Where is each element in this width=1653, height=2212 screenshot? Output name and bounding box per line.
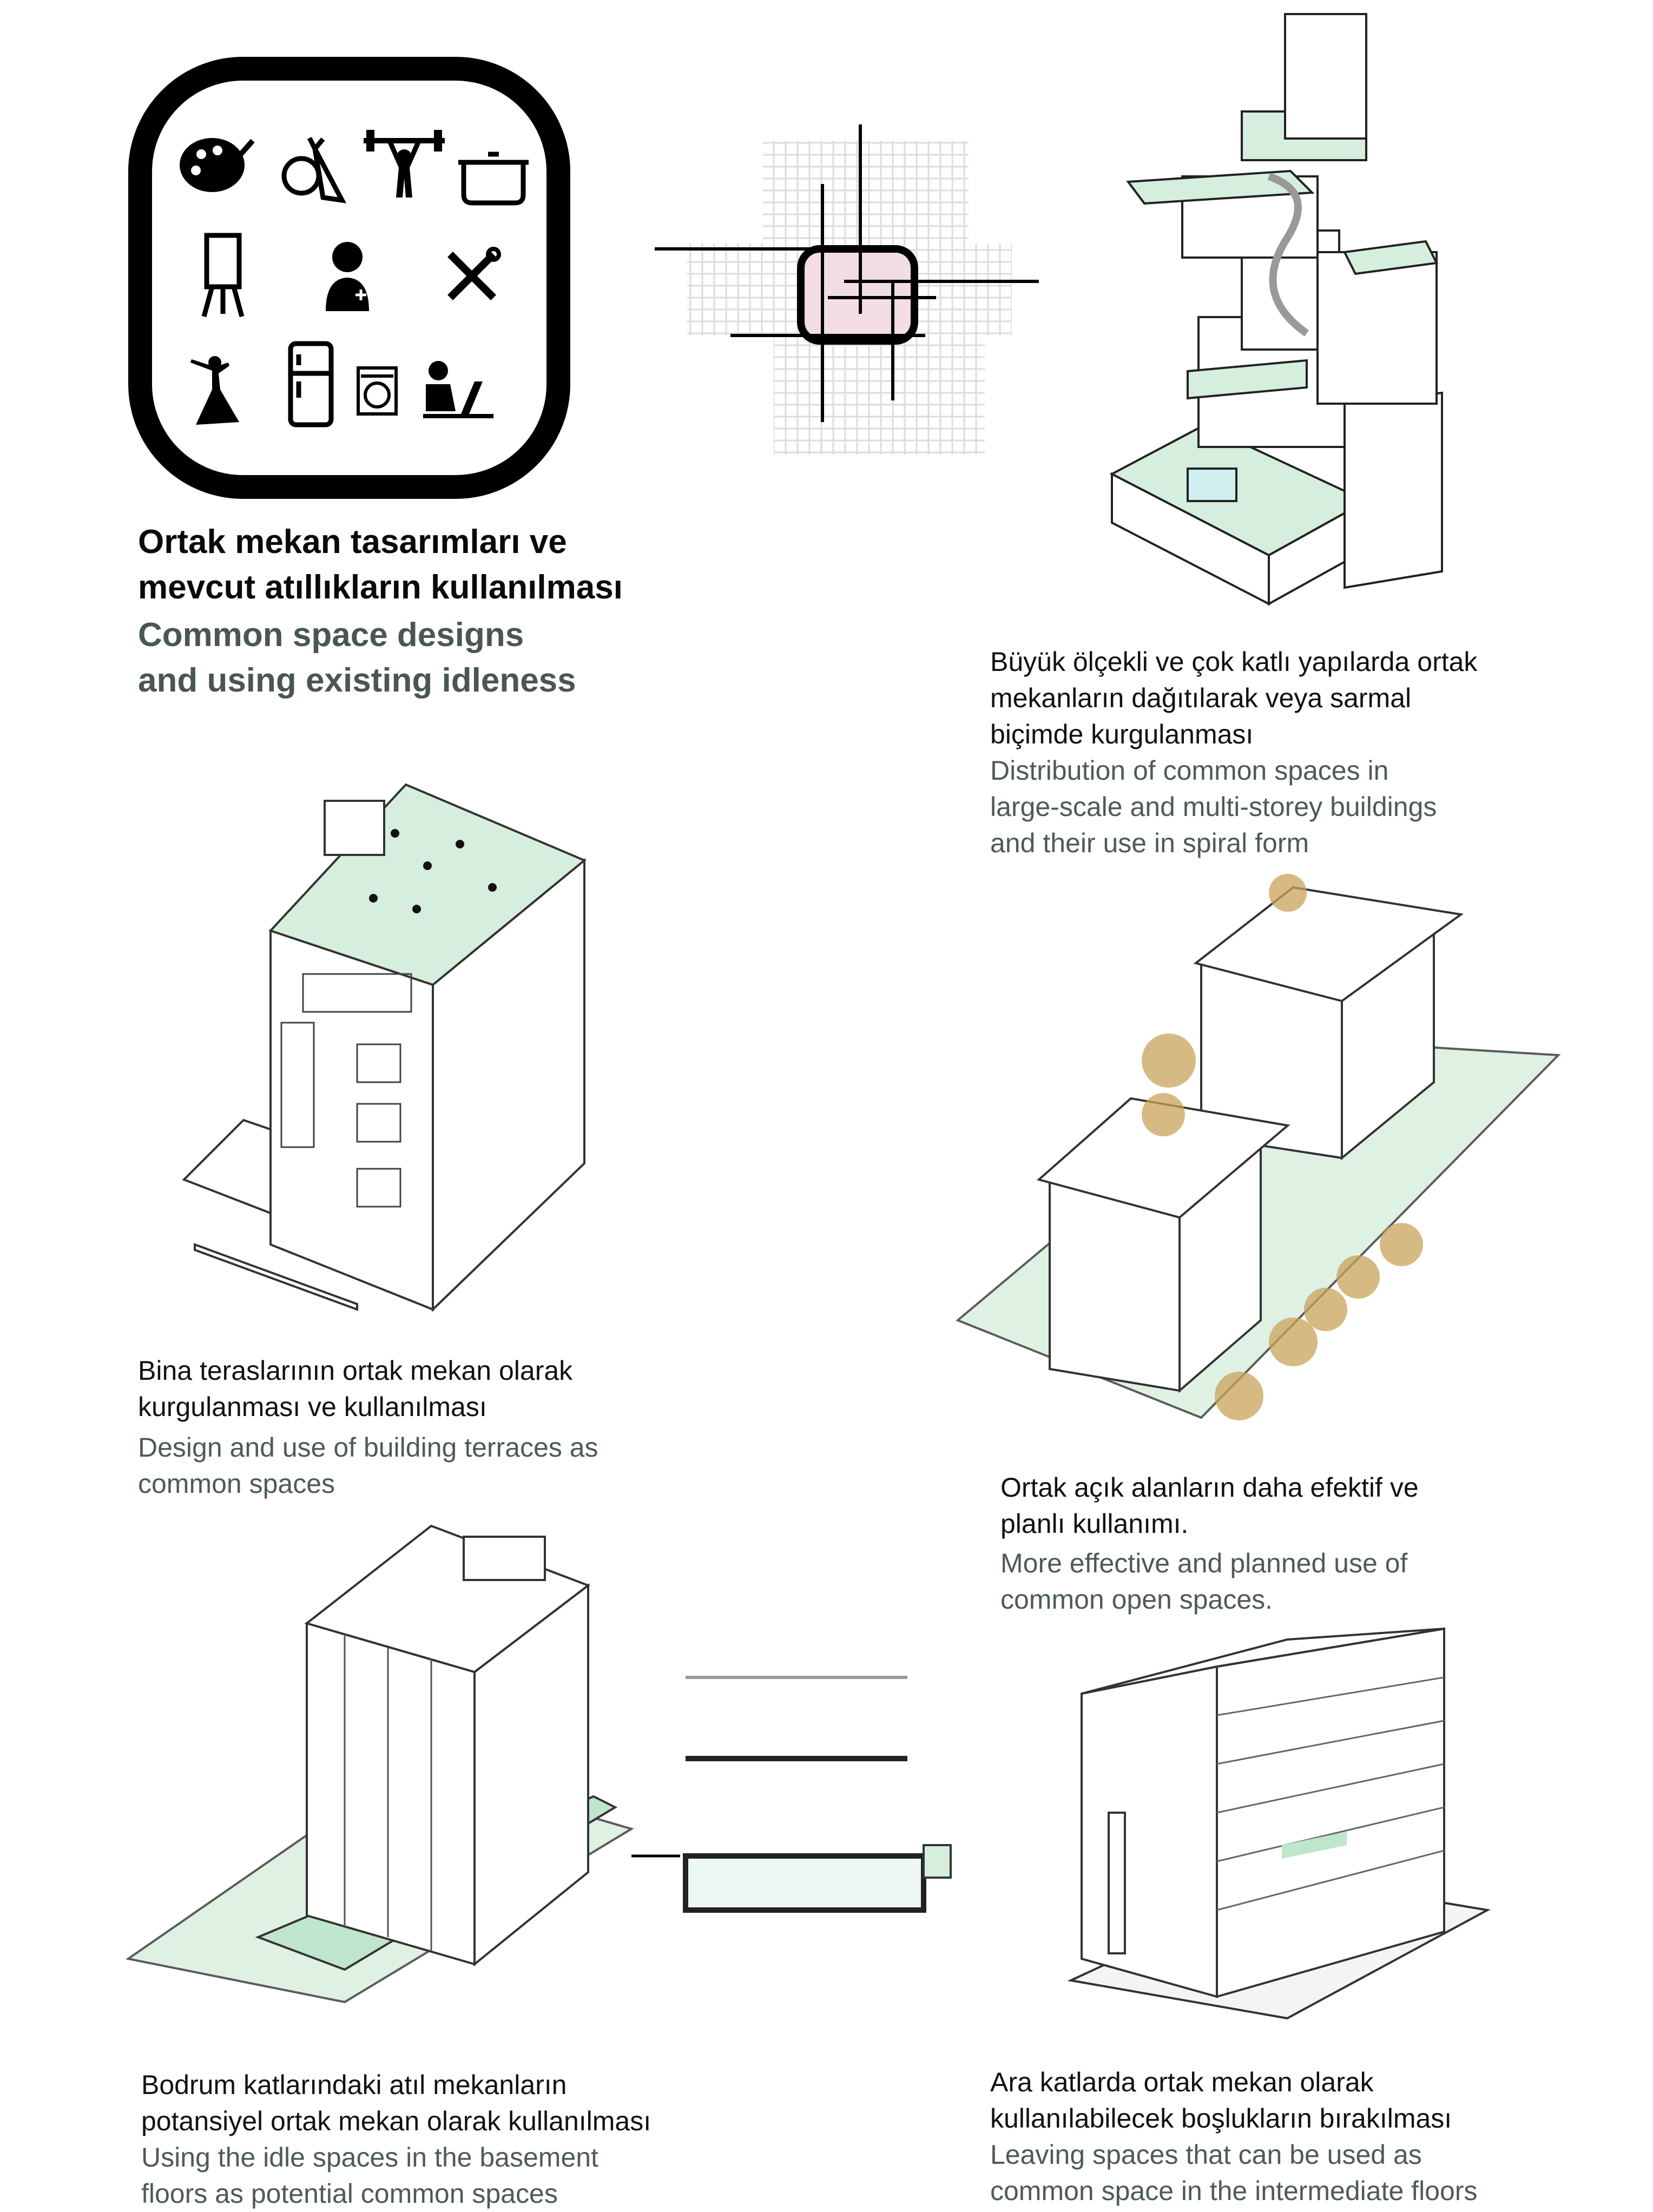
basement-section: [683, 1676, 952, 1913]
caption-spiral-tr-1: Büyük ölçekli ve çok katlı yapılarda ort…: [990, 647, 1478, 677]
caption-spiral: Büyük ölçekli ve çok katlı yapılarda ort…: [990, 644, 1477, 861]
caption-intermediate-en-1: Leaving spaces that can be used as: [990, 2139, 1422, 2170]
caption-open-spaces-en-2: common open spaces.: [1000, 1584, 1273, 1615]
title-tr-line-1: Ortak mekan tasarımları ve: [138, 523, 567, 561]
caption-terraces-tr-1: Bina teraslarının ortak mekan olarak: [138, 1355, 573, 1386]
caption-intermediate-tr-2: kullanılabilecek boşlukların bırakılması: [990, 2103, 1452, 2134]
spiral-tower-illustration: [1109, 13, 1443, 606]
caption-spiral-tr-2: mekanların dağıtılarak veya sarmal: [990, 683, 1412, 713]
caption-open-spaces-en-1: More effective and planned use of: [1000, 1548, 1408, 1578]
caption-open-spaces-tr-2: planlı kullanımı.: [1000, 1509, 1189, 1539]
doctor-icon: [326, 242, 369, 311]
caption-basement-tr-2: potansiyel ortak mekan olarak kullanılma…: [141, 2106, 651, 2136]
flipchart-icon: [201, 233, 245, 318]
caption-spiral-en-1: Distribution of common spaces in: [990, 755, 1389, 786]
title-en-line-2: and using existing idleness: [138, 662, 576, 699]
title-en-line-1: Common space designs: [138, 616, 524, 654]
vegetables-icon: [281, 136, 347, 203]
activities-icons: [128, 57, 570, 499]
terrace-building-illustration: [182, 783, 587, 1312]
caption-basement-tr-1: Bodrum katlarındaki atıl mekanların: [141, 2070, 567, 2100]
caption-spiral-en-2: large-scale and multi-storey buildings: [990, 792, 1437, 822]
caption-open-spaces: Ortak açık alanların daha efektif ve pla…: [1000, 1470, 1419, 1618]
caption-basement-en-1: Using the idle spaces in the basement: [141, 2142, 598, 2172]
activities-icon-box: [128, 57, 570, 499]
caption-terraces-en-1: Design and use of building terraces as: [138, 1432, 598, 1463]
washing-machine-icon: [357, 366, 398, 416]
palette-icon: [180, 138, 255, 192]
caption-intermediate: Ara katlarda ortak mekan olarak kullanıl…: [990, 2064, 1477, 2209]
dancer-icon: [190, 356, 239, 425]
caption-spiral-en-3: and their use in spiral form: [990, 828, 1309, 858]
tools-icon: [447, 247, 501, 300]
intermediate-floor-building-illustration: [1067, 1627, 1491, 2020]
caption-intermediate-en-2: common space in the intermediate floors: [990, 2176, 1478, 2206]
refrigerator-icon: [288, 341, 334, 427]
cooking-pot-icon: [458, 152, 529, 206]
caption-open-spaces-tr-1: Ortak açık alanların daha efektif ve: [1000, 1472, 1419, 1503]
main-title: Ortak mekan tasarımları ve mevcut atıllı…: [138, 519, 623, 703]
caption-basement-en-2: floors as potential common spaces: [141, 2178, 558, 2209]
caption-terraces: Bina teraslarının ortak mekan olarak kur…: [138, 1353, 598, 1502]
weightlifting-icon: [364, 130, 445, 198]
caption-intermediate-tr-1: Ara katlarda ortak mekan olarak: [990, 2067, 1374, 2097]
caption-terraces-tr-2: kurgulanması ve kullanılması: [138, 1392, 487, 1422]
open-spaces-illustration: [956, 874, 1561, 1420]
caption-basement: Bodrum katlarındaki atıl mekanların pota…: [141, 2067, 651, 2212]
grid-plan-diagram: [655, 124, 1039, 455]
basement-building-illustration: [125, 1524, 952, 2004]
caption-terraces-en-2: common spaces: [138, 1469, 335, 1499]
laptop-user-icon: [423, 361, 493, 418]
title-tr-line-2: mevcut atıllıkların kullanılması: [138, 569, 623, 606]
caption-spiral-tr-3: biçimde kurgulanması: [990, 719, 1254, 749]
